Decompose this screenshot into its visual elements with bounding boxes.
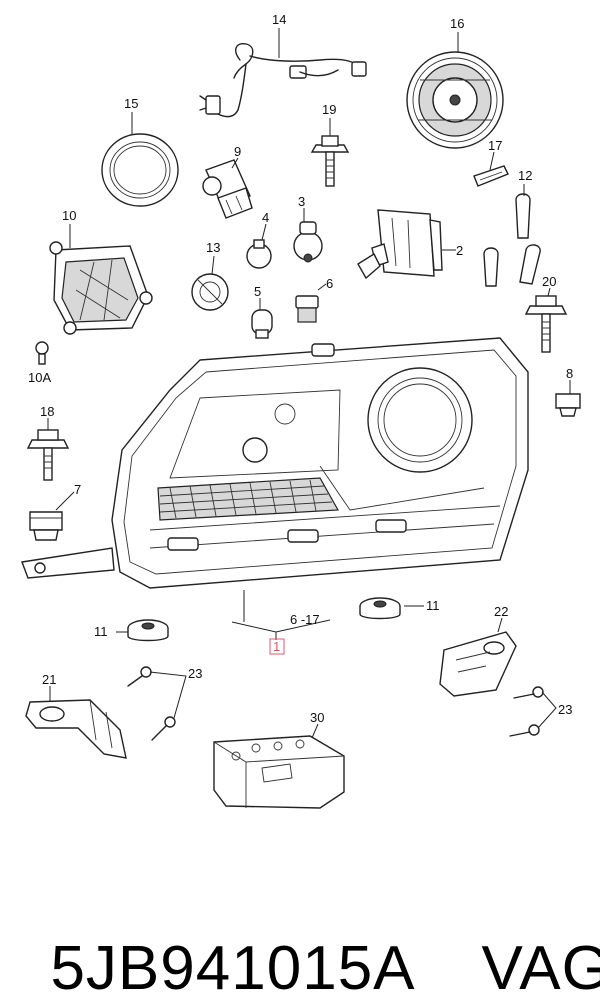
callout-1: 1 [273,639,280,654]
callout-23-right: 23 [558,702,572,717]
callout-7: 7 [74,482,81,497]
callout-10: 10 [62,208,76,223]
part-number-footer: 5JB941015A VAG [14,862,600,1003]
wiring-harness-part [199,43,367,118]
callout-30: 30 [310,710,324,725]
bulb-part-4 [246,239,272,269]
highlight-box [269,638,285,655]
callout-15: 15 [124,96,138,111]
part-number: 5JB941015A [50,934,416,1003]
rubber-buffer-left-part [127,619,169,642]
repair-bracket-left-part [25,699,127,759]
grommet-part-8 [555,393,581,417]
rubber-buffer-right-part [359,597,401,620]
callout-23-left: 23 [188,666,202,681]
callout-4: 4 [262,210,269,225]
rear-cover-cap-part [406,51,504,149]
callout-8: 8 [566,366,573,381]
callout-11-right: 11 [426,598,440,613]
screws-left-part [127,666,176,741]
callout-10a: 10A [28,370,51,385]
headlamp-housing-part [21,337,529,589]
callout-9: 9 [234,144,241,159]
callout-18: 18 [40,404,54,419]
screw-part-10a [35,341,49,365]
callout-3: 3 [298,194,305,209]
callout-17: 17 [488,138,502,153]
repair-bracket-right-part [439,631,517,697]
callout-6-upper: 6 [326,276,333,291]
screws-right-part [509,686,544,737]
control-unit-part [213,735,345,809]
bulb-holder-part-6 [295,295,319,323]
callout-6-17: 6 -17 [290,612,320,627]
bulb-socket-part [202,159,253,219]
callout-12: 12 [518,168,532,183]
vendor-name: VAG [481,934,600,1003]
socket-part-13 [191,273,229,311]
callout-13: 13 [206,240,220,255]
bulb-part-3 [293,221,323,263]
bolt-part-20 [524,295,568,353]
mounting-frame-part [49,241,153,335]
bulb-part-5 [251,309,273,339]
cover-seal-part [101,133,179,207]
adjuster-clips-part [483,193,541,287]
callout-19: 19 [322,102,336,117]
callout-5: 5 [254,284,261,299]
clip-part-17 [473,165,509,187]
callout-20: 20 [542,274,556,289]
bolt-part-19 [310,135,350,187]
callout-21: 21 [42,672,56,687]
bolt-part-18 [26,429,70,481]
exploded-parts-diagram: 14 16 15 19 9 17 [21,12,581,809]
callout-14: 14 [272,12,286,27]
xenon-bulb-part [357,209,443,280]
callout-11-left: 11 [94,624,108,639]
callout-16: 16 [450,16,464,31]
callout-2: 2 [456,243,463,258]
callout-22: 22 [494,604,508,619]
grommet-part-7 [29,511,63,541]
